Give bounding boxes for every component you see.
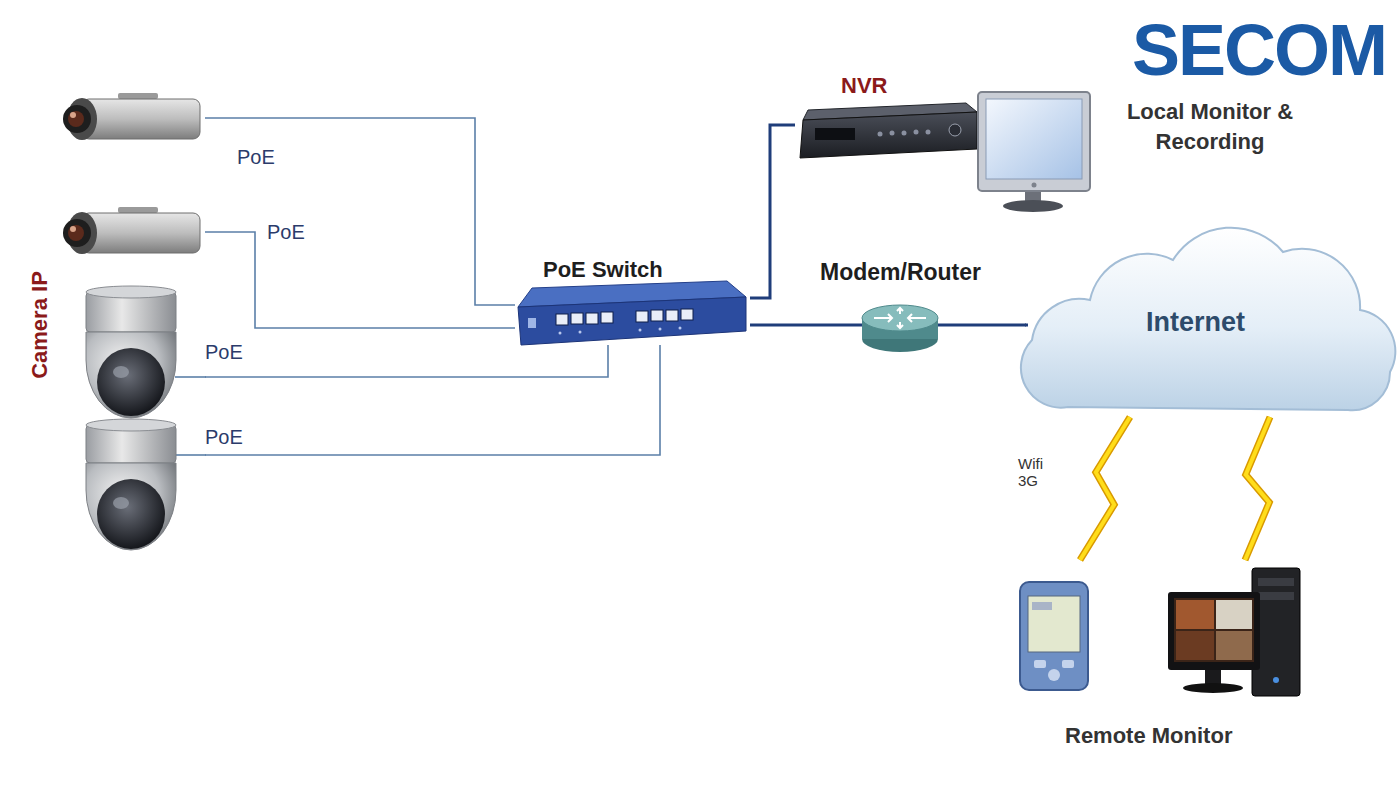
poe-cable [205,232,515,328]
connector-label: PoE [203,341,245,363]
internet-cloud: Internet [1028,222,1396,417]
pc-icon [1168,568,1300,696]
dome-camera [86,286,206,418]
device-label: PoE Switch [543,258,663,282]
wireless-link [1080,417,1130,560]
camera-group: Camera IP [22,85,205,575]
device-label: Local Monitor & Recording [1100,97,1320,156]
connector-label: PoE [265,221,307,243]
bolt-fill [1080,417,1130,560]
device-label: Remote Monitor [1065,724,1232,748]
bolt-fill [1245,417,1270,560]
poe-cable [205,118,515,305]
monitor-icon [978,92,1090,212]
box-camera [63,93,200,140]
network-cable [750,324,815,327]
pda-icon [1020,582,1088,690]
poe-cable [205,345,608,377]
cloud-shape [1021,228,1395,411]
connector-label: PoE [203,426,245,448]
nvr-node: NVR [795,72,975,164]
router-node: Modem/Router [815,258,1025,353]
brand-logo: SECOM [1132,14,1386,86]
poe-cable [205,345,660,455]
switch-node: PoE Switch [515,258,750,345]
network-cable [750,125,795,298]
cloud-label: Internet [1028,308,1363,338]
switch-device [518,281,746,345]
bolt-outline [1080,417,1130,560]
router-icon [815,305,1026,352]
nvr-device [800,103,977,158]
remote-monitor-node: Remote Monitor [1010,560,1310,760]
connector-label: Wifi 3G [1016,455,1060,490]
device-label: NVR [841,74,887,98]
device-label: Modem/Router [820,260,981,285]
bolt-outline [1245,417,1270,560]
wireless-link [1245,417,1270,560]
local-monitor-node: Local Monitor & Recording [975,85,1335,220]
dome-camera [86,419,206,550]
group-title: Camera IP [28,271,52,379]
network-cable [1025,324,1028,327]
box-camera [63,207,200,254]
connector-label: PoE [235,146,277,168]
